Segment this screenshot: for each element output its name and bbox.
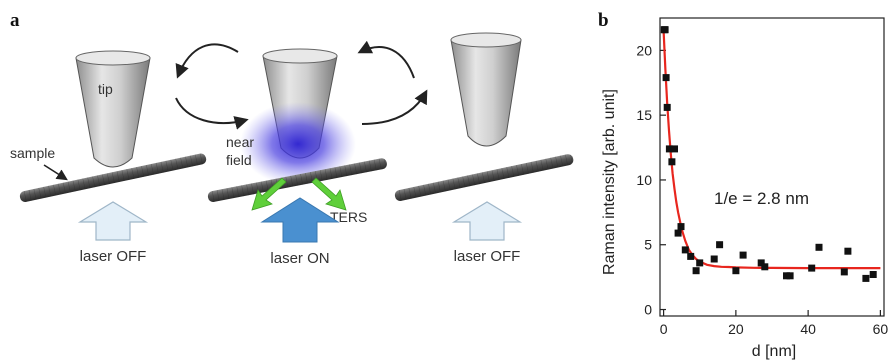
data-point: [674, 229, 682, 237]
data-point: [665, 145, 673, 153]
x-axis-label: d [nm]: [752, 343, 796, 360]
data-point: [757, 259, 765, 267]
tip-1: [75, 57, 151, 168]
y-tick-label: 10: [636, 172, 652, 188]
data-point: [732, 267, 740, 275]
data-point: [840, 268, 848, 276]
x-tick-label: 20: [728, 321, 744, 337]
ters-label: TERS: [330, 209, 367, 225]
data-point: [761, 263, 769, 271]
tip-1-top: [75, 50, 151, 66]
panel-a: a tip sample: [10, 10, 574, 267]
data-point: [668, 158, 676, 166]
y-tick-label: 5: [644, 237, 652, 253]
laser-arrow-off-left: [77, 201, 149, 241]
laser-arrow-off-right: [451, 201, 523, 241]
near-field-label-line2: field: [226, 152, 252, 168]
tip-label: tip: [98, 81, 113, 97]
laser-arrow-on: [260, 197, 340, 243]
raman-decay-chart: 0 5 10 15 20 0 20 40 60: [636, 17, 889, 337]
sample-rod-2: [207, 158, 387, 203]
laser-label-right: laser OFF: [454, 248, 521, 265]
y-tick-label: 20: [636, 42, 652, 58]
ters-arrow-left: [251, 177, 287, 211]
tip-2-top: [262, 48, 338, 64]
data-point: [808, 264, 816, 272]
data-point: [862, 274, 870, 282]
near-field-label-line1: near: [226, 134, 254, 150]
data-point: [671, 145, 678, 153]
data-point: [815, 243, 823, 251]
x-tick-label: 40: [800, 321, 816, 337]
sample-rod-1: [19, 153, 207, 202]
tip-3: [450, 39, 522, 147]
y-tick-label: 15: [636, 107, 652, 123]
laser-label-left: laser OFF: [80, 248, 147, 265]
data-point: [681, 246, 689, 254]
near-field-glow: [240, 102, 356, 186]
data-point: [663, 103, 671, 111]
y-axis-label: Raman intensity [arb. unit]: [601, 89, 618, 275]
ters-arrow-right: [311, 177, 347, 211]
data-point: [692, 267, 700, 275]
data-point: [786, 272, 794, 280]
data-point: [716, 241, 724, 249]
y-tick-label: 0: [644, 302, 652, 318]
data-point: [662, 74, 670, 82]
sample-label: sample: [10, 145, 55, 161]
exponential-fit-line: [662, 30, 881, 270]
curved-arrow-left-top: [175, 43, 239, 79]
panel-b-letter: b: [598, 10, 609, 31]
data-point: [696, 259, 704, 267]
data-point: [739, 251, 747, 259]
data-point: [783, 272, 790, 280]
data-point: [677, 223, 685, 231]
x-tick-label: 0: [660, 321, 668, 337]
data-point: [661, 26, 669, 34]
tip-3-top: [450, 32, 522, 48]
panel-b: b 0 5 10 15 20 0 20 40 60 1/e = 2.8 nm Raman int…: [598, 10, 888, 360]
sample-pointer-arrow: [43, 164, 68, 181]
data-point: [710, 255, 718, 263]
plot-frame: [659, 17, 885, 317]
laser-label-center: laser ON: [270, 250, 329, 267]
curved-arrow-right-bottom: [361, 89, 428, 125]
data-point: [844, 247, 852, 255]
panel-a-letter: a: [10, 10, 20, 31]
data-point: [687, 252, 695, 260]
x-tick-label: 60: [873, 321, 889, 337]
sample-rod-3: [394, 154, 574, 201]
curved-arrow-left-bottom: [175, 97, 249, 130]
decay-length-annotation: 1/e = 2.8 nm: [714, 189, 809, 208]
data-point: [869, 271, 877, 278]
curved-arrow-right-top: [357, 40, 415, 79]
